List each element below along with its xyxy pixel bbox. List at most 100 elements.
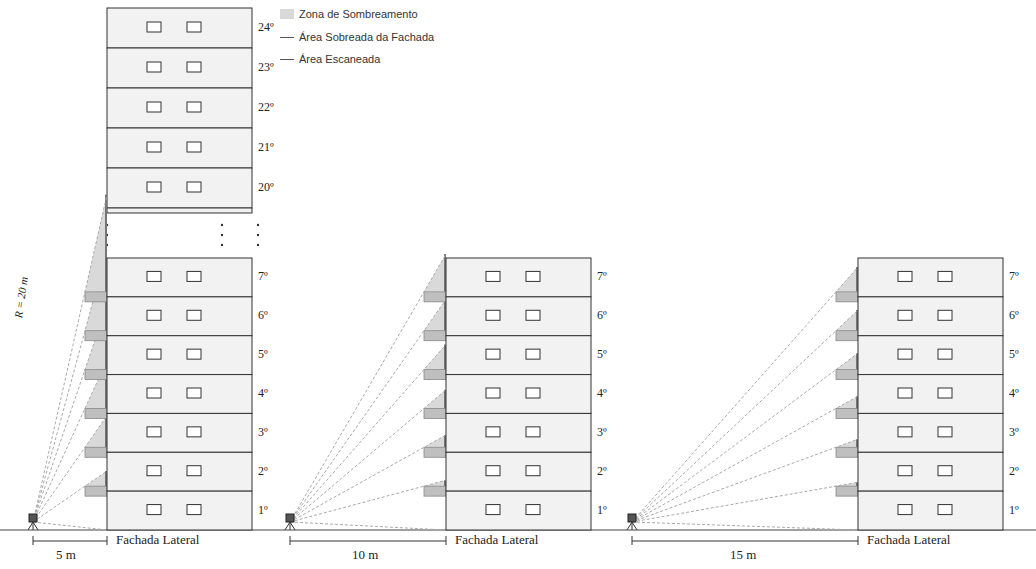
floor-slab xyxy=(107,413,252,452)
window xyxy=(938,505,952,515)
floor-number: 1º xyxy=(597,504,607,517)
floor-slab xyxy=(446,452,591,491)
window xyxy=(898,427,912,437)
window xyxy=(938,310,952,320)
window xyxy=(147,102,161,112)
floor-number: 4º xyxy=(1009,387,1019,400)
floor-slab xyxy=(107,452,252,491)
scan-ray xyxy=(33,416,107,522)
laser-scanner xyxy=(627,514,637,530)
floor-number: 3º xyxy=(597,426,607,439)
balcony xyxy=(836,408,858,418)
balcony xyxy=(424,486,446,496)
scan-ray xyxy=(290,345,446,522)
floor-number: 6º xyxy=(258,309,268,322)
window xyxy=(898,388,912,398)
floor-number: 2º xyxy=(597,465,607,478)
window xyxy=(187,505,201,515)
floor-number: 2º xyxy=(258,465,268,478)
legend-item: Zona de Sombreamento xyxy=(280,8,418,20)
window xyxy=(486,388,500,398)
floor-number: 2º xyxy=(1009,465,1019,478)
window xyxy=(526,271,540,281)
window xyxy=(187,427,201,437)
dimension-label: 5 m xyxy=(56,548,76,562)
dimension-line xyxy=(33,536,107,545)
dimension-label: Fachada Lateral xyxy=(867,533,950,547)
balcony xyxy=(836,447,858,457)
continuation-dot xyxy=(257,224,259,226)
floor-slab xyxy=(858,258,1003,297)
window xyxy=(187,388,201,398)
window xyxy=(938,427,952,437)
window xyxy=(486,427,500,437)
legend-line xyxy=(280,37,294,38)
floor-slab xyxy=(107,491,252,530)
floor-slab xyxy=(107,88,252,128)
window xyxy=(486,271,500,281)
scan-ray xyxy=(632,439,858,522)
scan-ray xyxy=(632,396,858,522)
floor-slab xyxy=(107,258,252,297)
balcony xyxy=(424,370,446,380)
continuation-dot xyxy=(221,244,223,246)
floor-number: 22º xyxy=(258,101,274,114)
window xyxy=(898,310,912,320)
dimension-label: Fachada Lateral xyxy=(116,533,199,547)
legend-item: Área Escaneada xyxy=(280,53,380,65)
balcony xyxy=(424,408,446,418)
scan-ray xyxy=(33,194,107,522)
continuation-dot xyxy=(221,234,223,236)
scan-ray xyxy=(290,390,446,522)
balcony xyxy=(424,331,446,341)
floor-slab xyxy=(446,491,591,530)
balcony xyxy=(836,370,858,380)
balcony xyxy=(85,447,107,457)
floor-number: 6º xyxy=(1009,309,1019,322)
scan-ray xyxy=(290,435,446,522)
floor-number: 4º xyxy=(258,387,268,400)
window xyxy=(187,62,201,72)
window xyxy=(486,466,500,476)
window xyxy=(187,102,201,112)
window xyxy=(187,466,201,476)
window xyxy=(187,271,201,281)
window xyxy=(938,388,952,398)
floor-number: 21º xyxy=(258,141,274,154)
scan-ray xyxy=(290,254,446,522)
floor-slab xyxy=(446,297,591,336)
balcony xyxy=(85,408,107,418)
floor-number: 3º xyxy=(1009,426,1019,439)
legend-text: Área Escaneada xyxy=(299,53,380,65)
dimension-label: 10 m xyxy=(352,548,378,562)
window xyxy=(898,271,912,281)
window xyxy=(147,62,161,72)
floor-slab xyxy=(858,336,1003,375)
balcony xyxy=(424,292,446,302)
floor-number: 7º xyxy=(258,270,268,283)
window xyxy=(147,22,161,32)
legend-swatch xyxy=(280,9,294,19)
floor-number: 1º xyxy=(258,504,268,517)
window xyxy=(187,310,201,320)
legend-text: Zona de Sombreamento xyxy=(299,8,418,20)
scan-ray xyxy=(632,522,858,530)
floor-slab xyxy=(858,297,1003,336)
window xyxy=(526,505,540,515)
window xyxy=(898,466,912,476)
floor-slab xyxy=(858,452,1003,491)
window xyxy=(898,349,912,359)
laser-scanner xyxy=(285,514,295,530)
floor-slab xyxy=(107,375,252,414)
floor-slab xyxy=(107,128,252,168)
window xyxy=(526,466,540,476)
window xyxy=(526,349,540,359)
window xyxy=(147,505,161,515)
floor-slab xyxy=(446,413,591,452)
window xyxy=(526,427,540,437)
floor-number: 23º xyxy=(258,61,274,74)
balcony xyxy=(424,447,446,457)
scan-ray xyxy=(290,480,446,522)
floor-slab xyxy=(107,8,252,48)
floor-slab xyxy=(107,336,252,375)
